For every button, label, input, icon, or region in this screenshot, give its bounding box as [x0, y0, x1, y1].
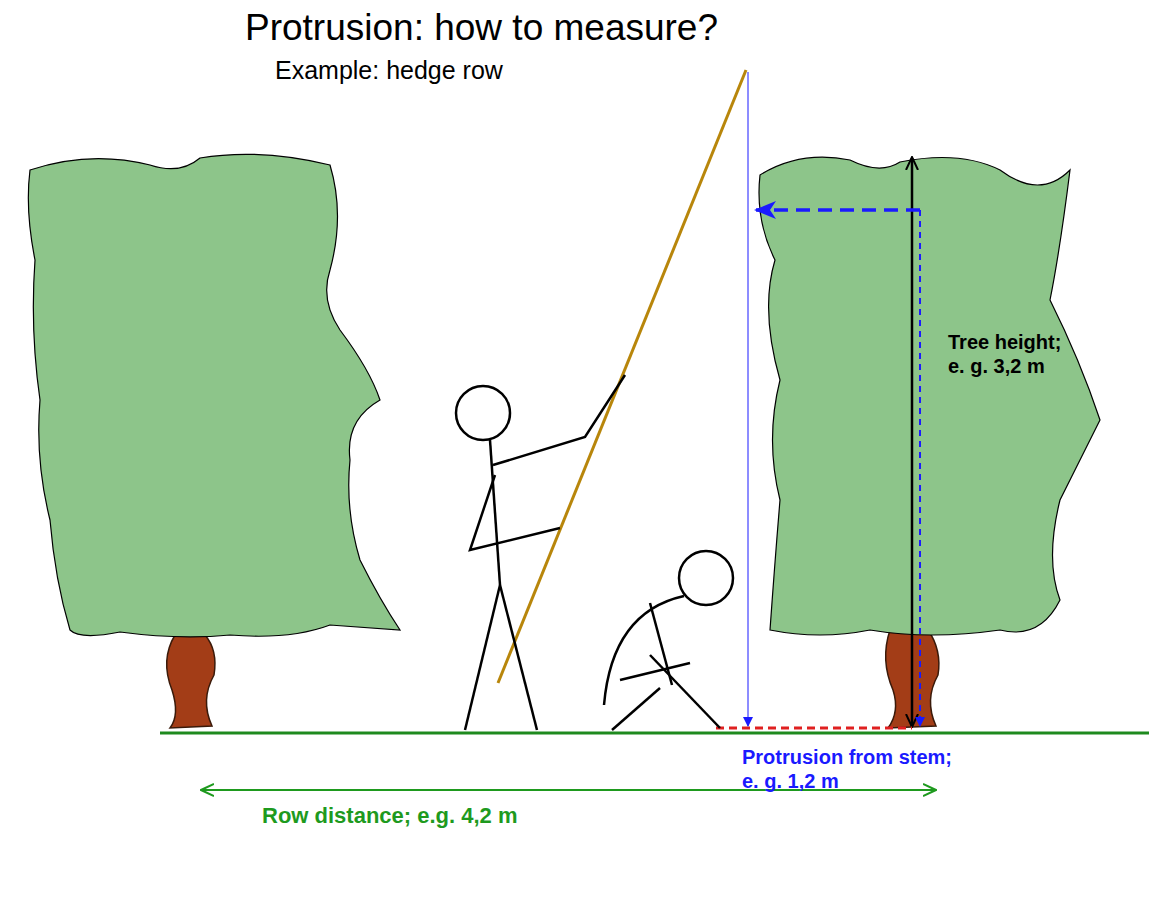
height-label: Tree height; e. g. 3,2 m	[948, 330, 1073, 378]
subtitle: Example: hedge row	[275, 55, 503, 85]
height-arrow	[911, 158, 914, 726]
title: Protrusion: how to measure?	[245, 6, 718, 50]
plumb-dashed-line	[919, 210, 921, 726]
protrusion-label: Protrusion from stem; e. g. 1,2 m	[742, 745, 962, 793]
measuring-pole	[498, 70, 746, 683]
crouching-person	[604, 551, 733, 730]
row-distance-label: Row distance; e.g. 4,2 m	[262, 803, 518, 829]
tree-trunk	[167, 635, 215, 728]
protrusion-dashed-arrow	[756, 208, 920, 212]
ground-line	[160, 732, 1149, 735]
tree-crown	[759, 157, 1100, 635]
protrusion-measure-line	[716, 727, 912, 730]
standing-person	[456, 375, 625, 730]
tree-crown	[28, 154, 400, 637]
plumb-line	[748, 72, 749, 726]
